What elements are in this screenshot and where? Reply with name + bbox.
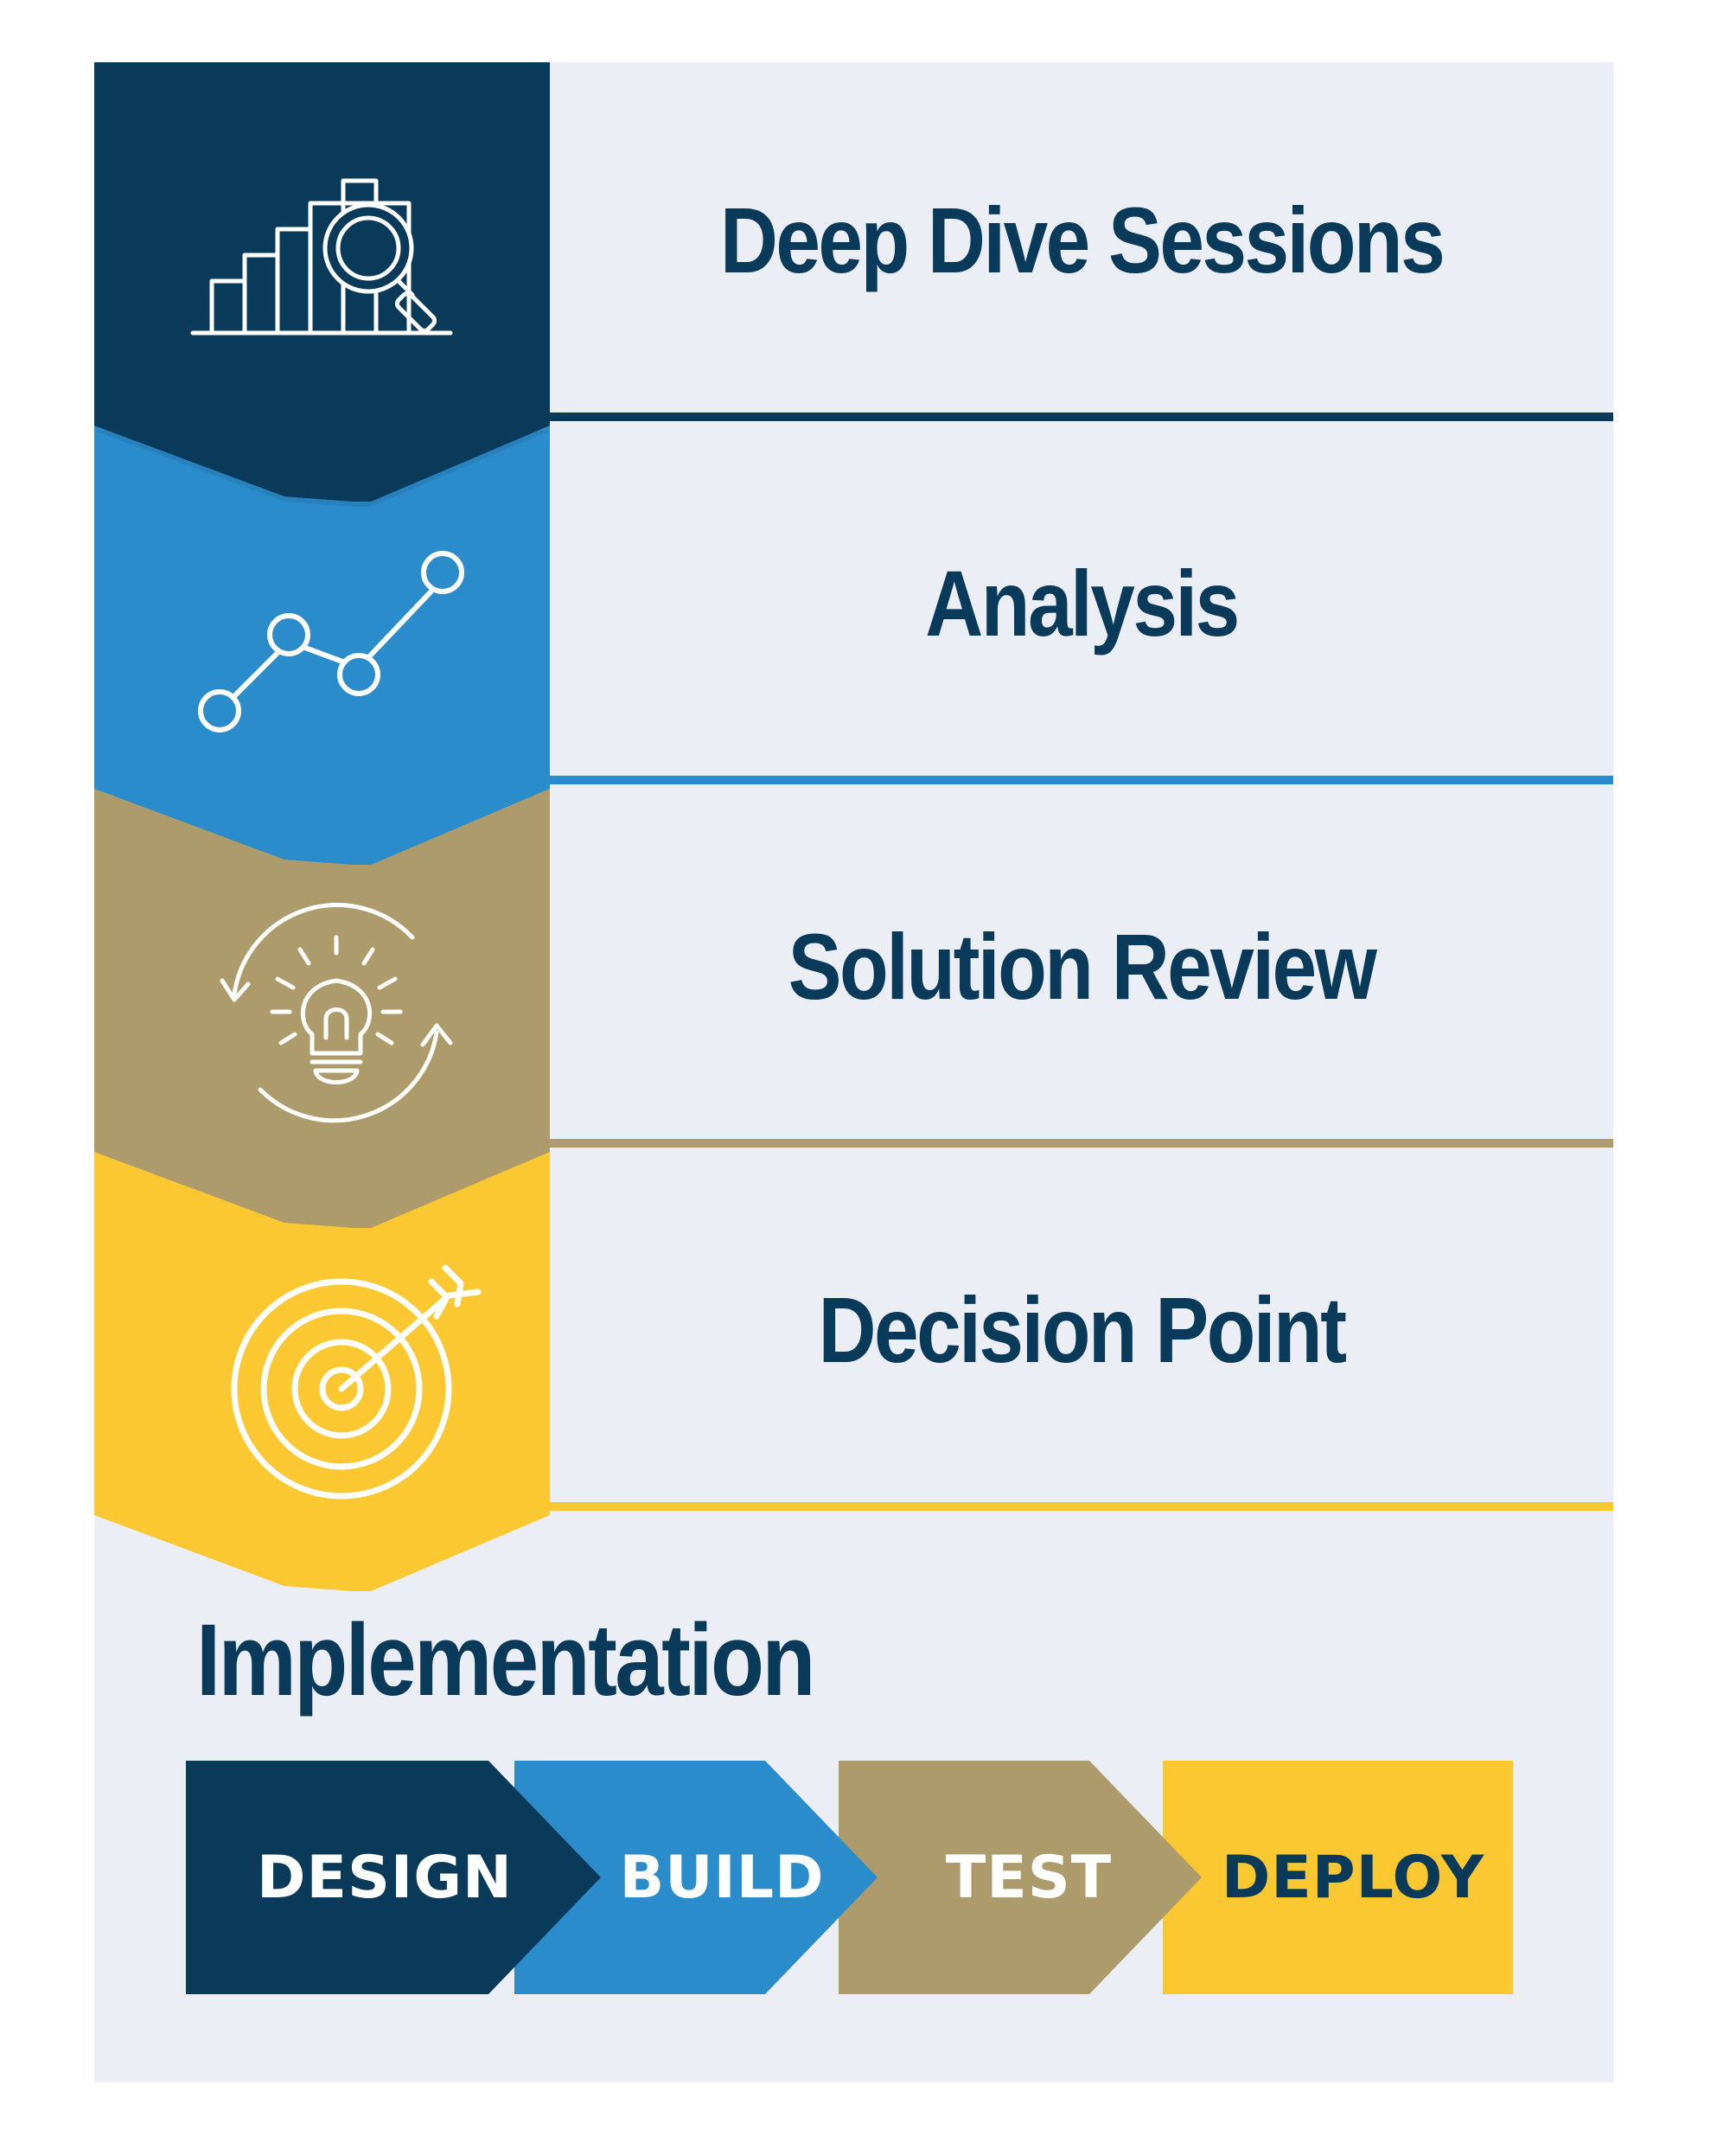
step-label-deploy: DEPLOY [1221,1843,1485,1912]
pipeline-arrows [186,1761,1513,1994]
stage-divider [550,1502,1613,1511]
step-arrow-deploy [1163,1761,1513,1994]
step-arrow-test [839,1761,1202,1994]
step-arrow-design [186,1761,601,1994]
stage-divider [550,412,1613,421]
process-panel: Deep Dive Sessions Analysis [94,62,1613,2082]
implementation-title: Implementation [196,1603,815,1717]
stage-label: Deep Dive Sessions [719,187,1446,292]
stage-divider [550,1139,1613,1148]
step-label-test: TEST [945,1843,1113,1912]
target-arrow-icon [231,1264,482,1500]
stage-label: Analysis [925,550,1240,656]
step-arrow-build [514,1761,878,1994]
stage-label: Solution Review [788,913,1377,1019]
lightbulb-cycle-icon [220,903,453,1123]
chart-magnifier-icon [190,178,453,336]
chevron-down-icon [94,425,550,507]
chevron-down-icon [94,789,550,865]
stage-icon-block [94,62,550,425]
line-graph-icon [198,551,464,732]
step-label-build: BUILD [619,1843,825,1912]
chevron-down-icon [94,1515,550,1591]
step-label-design: DESIGN [257,1843,513,1912]
stage-label: Decision Point [818,1276,1348,1382]
stage-deep-dive-sessions: Deep Dive Sessions [94,62,1613,425]
implementation-pipeline: DESIGN BUILD TEST DEPLOY [186,1761,1513,1994]
stage-solution-review: Solution Review [94,789,1613,1152]
chevron-down-icon [94,1152,550,1228]
stage-divider [550,776,1613,784]
